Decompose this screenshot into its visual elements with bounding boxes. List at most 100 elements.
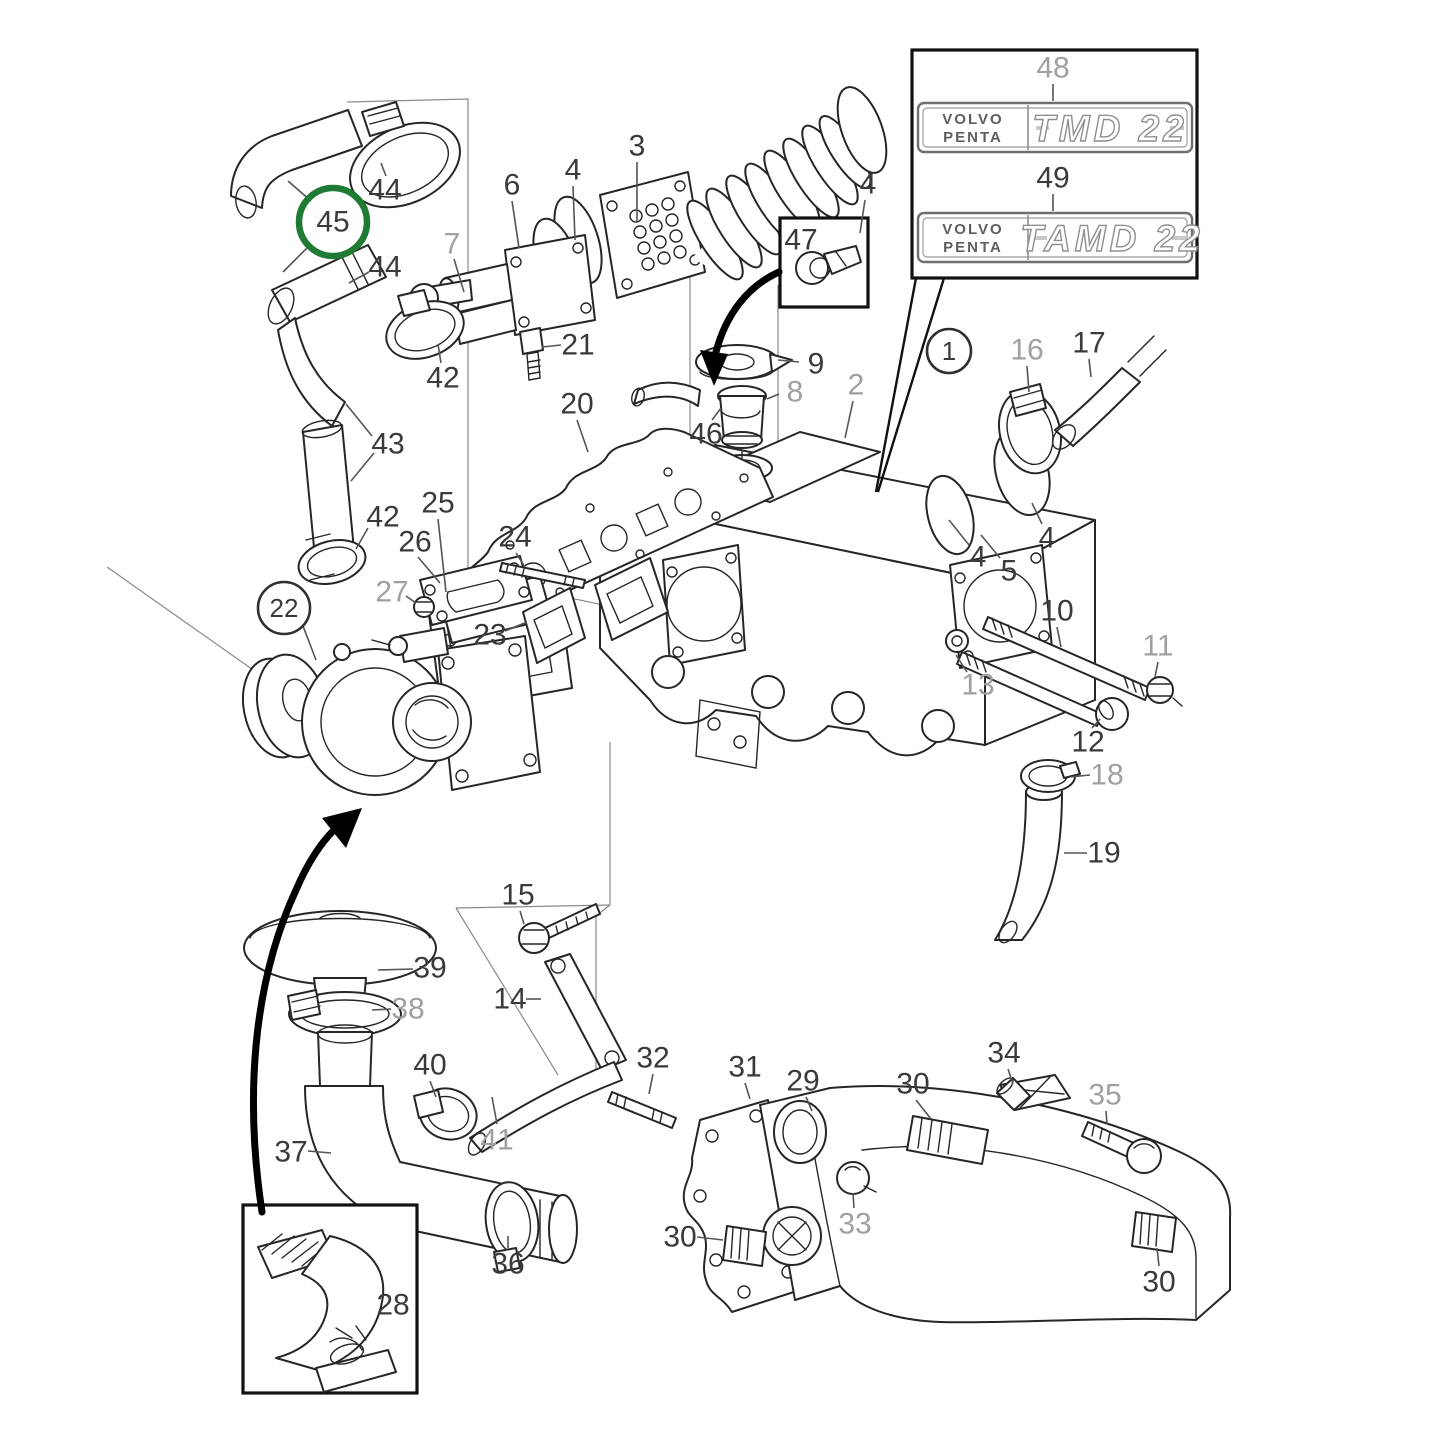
exhaust-pipe-assembly	[607, 1074, 1232, 1324]
callout-6: 6	[504, 169, 521, 249]
callout-number-12: 12	[1071, 726, 1104, 759]
callout-4c: 4	[948, 519, 986, 574]
callout-number-13: 13	[961, 669, 994, 702]
callout-45: 45	[282, 180, 371, 273]
callout-number-42b: 42	[366, 501, 399, 534]
callout-number-45: 45	[316, 206, 349, 239]
brand-volvo: VOLVO	[942, 111, 1003, 128]
clamp-42-lower	[297, 539, 367, 585]
gasket-23	[522, 587, 586, 664]
callout-number-24: 24	[498, 521, 531, 554]
badge-tmd22: VOLVO PENTA TMD 22	[916, 101, 1194, 154]
callout-number-20: 20	[560, 388, 593, 421]
callout-16: 16	[1010, 334, 1044, 393]
callout-number-8: 8	[787, 376, 804, 409]
callout-49: 49	[1036, 162, 1070, 211]
callout-8: 8	[766, 376, 804, 409]
bolt-15-shaft	[544, 903, 601, 939]
callout-number-4d: 4	[1039, 522, 1056, 555]
callout-21: 21	[541, 329, 595, 362]
brand-volvo-2: VOLVO	[942, 221, 1003, 238]
callout-25: 25	[421, 487, 455, 593]
callout-number-10: 10	[1040, 595, 1073, 628]
hose-43	[277, 317, 346, 427]
callout-number-9: 9	[808, 348, 825, 381]
callout-number-30b: 30	[663, 1221, 696, 1254]
pipe-inlet-port	[773, 1100, 827, 1164]
callout-number-37: 37	[274, 1136, 307, 1169]
callout-number-43: 43	[371, 428, 404, 461]
callout-circle-22	[256, 580, 312, 636]
callout-number-16: 16	[1010, 334, 1043, 367]
callout-number-4a: 4	[565, 154, 582, 187]
highlight-ring-45	[295, 184, 371, 260]
flange-23b	[594, 557, 669, 641]
callout-12: 12	[1071, 718, 1105, 759]
callout-37: 37	[274, 1136, 332, 1169]
callout-2: 2	[844, 369, 865, 439]
callout-number-21: 21	[561, 329, 594, 362]
badge-tamd22: VOLVO PENTA TAMD 22	[916, 211, 1204, 264]
callout-number-17: 17	[1072, 327, 1105, 360]
callout-47: 47	[784, 224, 817, 257]
callout-32: 32	[636, 1042, 670, 1095]
callout-5: 5	[980, 534, 1017, 588]
callout-4b: 4	[859, 168, 877, 234]
callout-30b: 30	[663, 1221, 724, 1254]
callout-27: 27	[375, 576, 417, 609]
filler-cap-group	[631, 344, 793, 463]
stud-group	[945, 616, 1183, 731]
heat-exchanger-insert	[532, 86, 888, 307]
callout-36: 36	[491, 1236, 525, 1281]
callout-number-4b: 4	[860, 168, 877, 201]
callout-41: 41	[480, 1096, 514, 1157]
hose-37-end	[548, 1194, 578, 1264]
callout-42b: 42	[355, 501, 400, 550]
bolt-15-head	[518, 922, 550, 954]
callout-10: 10	[1040, 595, 1074, 648]
callout-48: 48	[1036, 52, 1070, 101]
callout-number-23: 23	[473, 619, 506, 652]
callout-number-30a: 30	[896, 1068, 929, 1101]
callout-40: 40	[413, 1049, 447, 1098]
washer-13	[945, 629, 969, 653]
arrow-28-to-pump	[249, 808, 362, 1216]
model-label-49: TAMD 22	[1020, 218, 1204, 259]
stud-24	[499, 562, 586, 589]
callout-number-29: 29	[786, 1065, 819, 1098]
callout-number-2: 2	[848, 369, 865, 402]
callout-number-38: 38	[391, 993, 424, 1026]
callout-1: 1	[925, 327, 973, 375]
callout-number-49: 49	[1036, 162, 1069, 195]
callout-number-35: 35	[1088, 1079, 1121, 1112]
callout-26: 26	[398, 526, 441, 584]
nut-11	[1146, 676, 1174, 704]
callout-20: 20	[560, 388, 594, 453]
callout-number-6: 6	[504, 169, 521, 202]
brand-penta-2: PENTA	[943, 239, 1003, 256]
callout-number-22: 22	[270, 593, 299, 623]
hose-45	[230, 109, 363, 209]
strap-14	[544, 953, 627, 1071]
vacuum-valve-group	[243, 910, 623, 1273]
callout-14: 14	[493, 983, 541, 1016]
callout-number-19: 19	[1087, 837, 1120, 870]
callout-number-11: 11	[1142, 630, 1173, 663]
callout-30a: 30	[896, 1068, 932, 1120]
callout-number-15: 15	[501, 879, 534, 912]
callout-number-28: 28	[376, 1289, 409, 1322]
callout-24: 24	[498, 521, 532, 568]
callout-17: 17	[1072, 327, 1106, 378]
callout-18: 18	[1069, 759, 1124, 792]
sensor-21	[519, 327, 544, 355]
drain-hose-group	[994, 759, 1081, 944]
callout-number-32: 32	[636, 1042, 669, 1075]
callout-number-26: 26	[398, 526, 431, 559]
clamp-44-upper	[349, 121, 461, 209]
callout-number-39: 39	[413, 952, 446, 985]
callout-44b: 44	[348, 251, 402, 284]
arrow-47-to-cap	[700, 268, 783, 386]
